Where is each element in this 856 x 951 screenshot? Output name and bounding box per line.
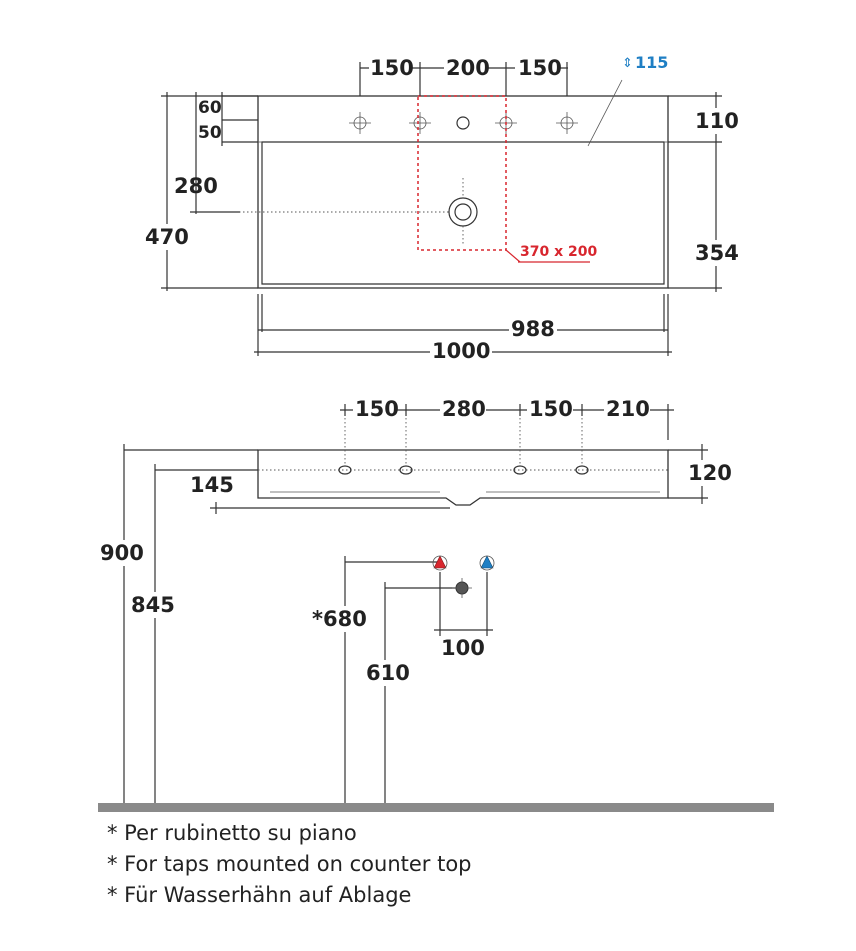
right-dim-110: 110 — [695, 109, 739, 133]
left-dim-60: 60 — [198, 98, 222, 118]
height-900-dim: 900 — [100, 541, 144, 565]
overflow-arrow-icon: ⇕ — [622, 56, 633, 71]
cold-water-icon — [480, 555, 494, 569]
front-spacing-1: 150 — [355, 397, 399, 421]
height-845-dim: 845 — [131, 593, 175, 617]
supply-spacing-dim: 100 — [441, 636, 485, 660]
basin-outline-front — [257, 449, 669, 506]
top-spacing-3: 150 — [518, 56, 562, 80]
installation-view: 900 845 *680 610 100 — [98, 444, 774, 812]
front-hole-2 — [399, 465, 413, 475]
right-dim-354: 354 — [695, 241, 739, 265]
footnote-de: * Für Wasserhähn auf Ablage — [107, 883, 412, 907]
bowl-outline — [261, 141, 665, 285]
tap-hole-1 — [349, 112, 371, 134]
top-spacing-2: 200 — [446, 56, 490, 80]
front-hole-4 — [575, 465, 589, 475]
basin-outline-top — [257, 95, 669, 289]
front-spacing-2: 280 — [442, 397, 486, 421]
tap-hole-4 — [556, 112, 578, 134]
front-hole-1 — [338, 465, 352, 475]
top-view: 370 x 200 150 200 150 ⇕ 115 60 50 280 47… — [142, 53, 740, 363]
footnote-it: * Per rubinetto su piano — [107, 821, 357, 845]
cutout-area — [417, 95, 507, 251]
front-spacing-3: 150 — [529, 397, 573, 421]
overflow-dim: 115 — [635, 53, 668, 72]
tap-hole-2 — [409, 112, 431, 134]
hot-water-icon — [433, 555, 447, 569]
height-610-dim: 610 — [366, 661, 410, 685]
height-680-dim: *680 — [312, 607, 367, 631]
floor-line — [98, 803, 774, 812]
total-width-dim: 1000 — [432, 339, 490, 363]
front-view: 150 280 150 210 120 145 — [190, 397, 734, 514]
inner-width-dim: 988 — [511, 317, 555, 341]
front-hole-3 — [513, 465, 527, 475]
cutout-label: 370 x 200 — [520, 244, 597, 260]
thickness-dim: 120 — [688, 461, 732, 485]
front-spacing-4: 210 — [606, 397, 650, 421]
footnotes: * Per rubinetto su piano * For taps moun… — [107, 818, 472, 911]
footnote-en: * For taps mounted on counter top — [107, 852, 472, 876]
drain-height-dim: 280 — [174, 174, 218, 198]
overflow-hole — [456, 116, 470, 130]
inset-dim: 145 — [190, 473, 234, 497]
drain — [195, 178, 478, 246]
total-depth-dim: 470 — [145, 225, 189, 249]
top-spacing-1: 150 — [370, 56, 414, 80]
left-dim-50: 50 — [198, 123, 222, 143]
